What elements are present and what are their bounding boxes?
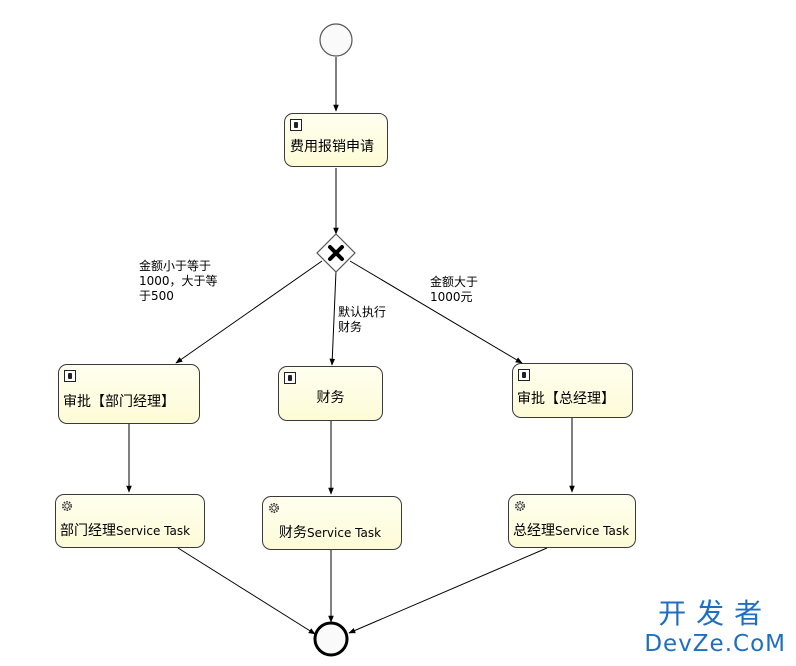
task-finance[interactable]: 财务: [278, 366, 383, 421]
flow-gateway-to-finance[interactable]: [329, 270, 337, 366]
task-label: 审批【总经理】: [517, 391, 615, 407]
gear-icon: [62, 501, 72, 511]
gear-icon: [269, 503, 279, 513]
x-icon: [328, 245, 344, 261]
task-dept-manager-approval[interactable]: 审批【部门经理】: [58, 364, 200, 424]
user-task-icon: [518, 369, 530, 381]
flow-gateway-to-general[interactable]: [349, 260, 523, 364]
flow-svc-general-to-end[interactable]: [348, 547, 548, 634]
condition-label-right: 金额大于 1000元: [430, 275, 479, 304]
watermark-logo: 开发者 DevZe.CoM: [644, 598, 786, 658]
watermark-top-text: 开发者: [658, 597, 773, 630]
task-label: 财务Service Task: [279, 525, 382, 541]
user-task-icon: [290, 119, 302, 131]
task-expense-apply[interactable]: 费用报销申请: [284, 113, 388, 167]
service-task-dept-manager[interactable]: 部门经理Service Task: [55, 494, 205, 548]
task-general-manager-approval[interactable]: 审批【总经理】: [512, 363, 633, 418]
end-event[interactable]: [313, 621, 349, 657]
task-label: 部门经理Service Task: [60, 523, 191, 539]
task-label: 审批【部门经理】: [63, 394, 175, 410]
service-task-general-manager[interactable]: 总经理Service Task: [508, 494, 636, 548]
task-label: 费用报销申请: [290, 139, 374, 155]
task-label: 财务: [316, 390, 345, 406]
condition-label-left: 金额小于等于 1000，大于等 于500: [139, 259, 218, 303]
service-task-finance[interactable]: 财务Service Task: [262, 496, 402, 550]
flow-svc-dept-to-end[interactable]: [177, 547, 316, 635]
gear-icon: [515, 501, 525, 511]
watermark-bottom-text: DevZe.CoM: [644, 631, 786, 657]
condition-label-middle: 默认执行 财务: [338, 305, 387, 334]
user-task-icon: [64, 370, 76, 382]
task-label: 总经理Service Task: [513, 523, 630, 539]
user-task-icon: [284, 372, 296, 384]
flow-gateway-to-dept[interactable]: [175, 260, 323, 364]
start-event[interactable]: [319, 23, 353, 57]
exclusive-gateway[interactable]: [316, 233, 356, 273]
